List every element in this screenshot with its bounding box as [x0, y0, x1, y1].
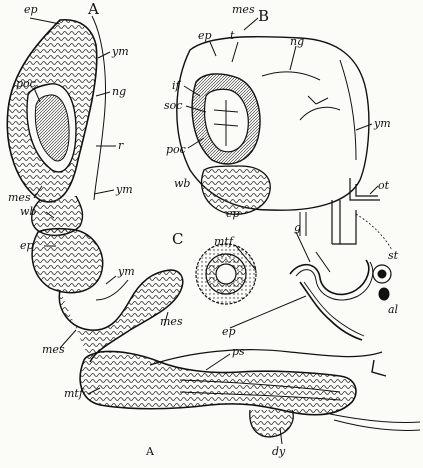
- label-a-ym-2: ym: [116, 184, 133, 195]
- label-c-ep: ep: [222, 326, 236, 337]
- label-a-dy: dy: [272, 446, 285, 457]
- label-b-mes: mes: [232, 4, 255, 15]
- label-b-wb: wb: [174, 178, 190, 189]
- panel-letter-a: A: [88, 2, 99, 17]
- panel-letter-a-bottom: A: [146, 444, 154, 459]
- label-c-mtf: mtf: [214, 236, 233, 247]
- panel-letter-b: B: [258, 9, 269, 24]
- label-c-al: al: [388, 304, 398, 315]
- label-a-ps: ps: [232, 346, 245, 357]
- dy-lobe: [250, 410, 293, 437]
- label-a-r: r: [118, 140, 123, 151]
- label-a-mes-lower: mes: [160, 316, 183, 327]
- label-a-mes-left: mes: [42, 344, 65, 355]
- label-a-ym-1: ym: [112, 46, 129, 57]
- label-b-poc: poc: [166, 144, 186, 155]
- label-a-mes: mes: [8, 192, 31, 203]
- label-a-ep-top: ep: [24, 4, 38, 15]
- wb-body: [32, 229, 103, 293]
- label-b-t: t: [230, 30, 234, 41]
- label-b-ep-lower: ep: [226, 208, 240, 219]
- label-b-if: if: [172, 80, 180, 91]
- label-a-ng: ng: [112, 86, 126, 97]
- c-gut: [290, 260, 369, 294]
- c-section-core: [216, 264, 236, 284]
- label-a-mtf: mtf: [64, 388, 83, 399]
- panel-letter-c: C: [172, 232, 183, 247]
- upper-extension: [150, 350, 382, 365]
- label-a-poc: poc: [16, 78, 36, 89]
- label-c-g: g: [294, 222, 301, 233]
- label-b-ng: ng: [290, 36, 304, 47]
- label-b-ot: ot: [378, 180, 389, 191]
- panel-b-drawing: [177, 37, 392, 250]
- c-al: [379, 288, 389, 300]
- label-b-soc: soc: [164, 100, 182, 111]
- label-b-ep: ep: [198, 30, 212, 41]
- c-ep-strand: [300, 282, 362, 340]
- label-c-st: st: [388, 250, 398, 261]
- mtf-body: [80, 351, 356, 414]
- label-b-ym: ym: [374, 118, 391, 129]
- label-a-ep-mid: ep: [20, 240, 34, 251]
- label-a-wb: wb: [20, 206, 36, 217]
- label-a-ym-3: ym: [118, 266, 135, 277]
